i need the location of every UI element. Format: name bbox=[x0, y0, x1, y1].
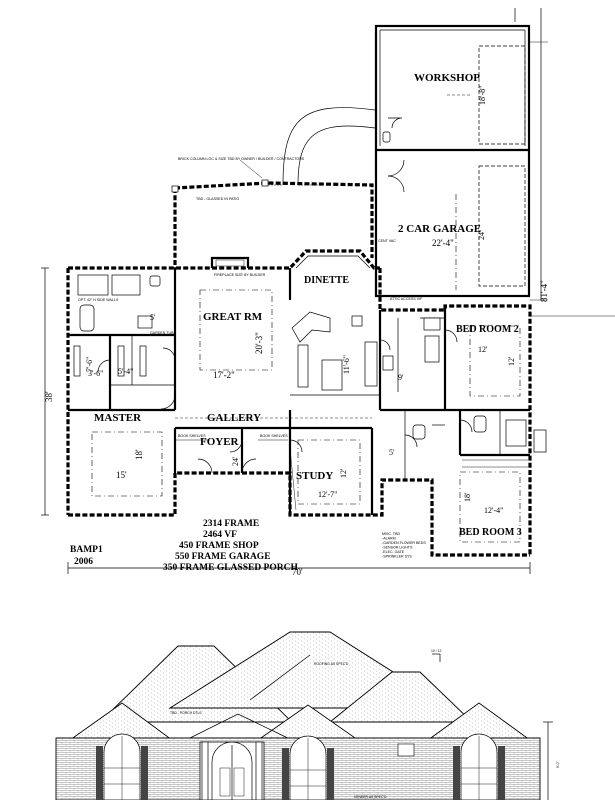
plan-stats: 2314 FRAME 2464 VF 450 FRAME SHOP 550 FR… bbox=[163, 519, 298, 573]
misc-note-0: MISC. TBD bbox=[382, 532, 401, 536]
room-label-master: MASTER bbox=[94, 412, 142, 424]
arched-window-right bbox=[453, 733, 505, 800]
dim-left-side: 38' bbox=[44, 391, 54, 402]
stat-line-1: 2464 VF bbox=[203, 530, 237, 540]
note-brick-column: BRICK COLUMN LOC & SIZE TBD BY OWNER / B… bbox=[178, 157, 305, 161]
misc-note-2: -GARDEN FLOWER BEDS bbox=[382, 541, 426, 545]
arched-window-center bbox=[282, 735, 334, 800]
stat-line-4: 350 FRAME GLASSED PORCH bbox=[163, 563, 298, 573]
note-book-shelves-right: BOOK SHELVES bbox=[260, 434, 288, 438]
porch-note: TBD - PORCH DTLS bbox=[170, 711, 202, 715]
roof-right bbox=[328, 671, 474, 723]
room-label-garage: 2 CAR GARAGE bbox=[398, 223, 481, 235]
roof-pitch-label: 10 / 12 bbox=[431, 649, 441, 653]
stat-line-2: 450 FRAME SHOP bbox=[179, 541, 259, 551]
small-window bbox=[397, 743, 415, 757]
glassed-patio bbox=[171, 107, 376, 268]
room-label-great-room: GREAT RM bbox=[203, 311, 263, 323]
dim-hall-b: 9' bbox=[398, 373, 404, 382]
plan-year-label: 2006 bbox=[74, 557, 93, 567]
dim-closet-d: 5' bbox=[150, 313, 156, 322]
note-central-vac: CENT VAC bbox=[378, 239, 396, 243]
garage-block-walls bbox=[374, 8, 615, 317]
dim-bed2-depth: 12' bbox=[478, 345, 488, 354]
dim-workshop-depth: 18'-8" bbox=[478, 86, 487, 105]
room-label-bedroom-2: BED ROOM 2 bbox=[456, 324, 519, 335]
ceiling-lines bbox=[91, 194, 521, 543]
room-label-study: STUDY bbox=[296, 470, 333, 482]
dim-garage-width: 22'-4" bbox=[432, 238, 454, 248]
room-label-bedroom-3: BED ROOM 3 bbox=[459, 527, 522, 538]
dim-garage-depth: 24' bbox=[477, 230, 486, 240]
stat-line-3: 550 FRAME GARAGE bbox=[175, 552, 271, 562]
dim-closet-a: 7'-6" bbox=[85, 357, 94, 372]
stat-line-0: 2314 FRAME bbox=[203, 519, 259, 529]
misc-note-1: -ALARM bbox=[382, 537, 396, 541]
dimension-labels: 18'-8" 22'-4" 24' 81'-4" 38' 70' 20'-3" … bbox=[44, 86, 549, 577]
roofing-note: ROOFING AS SPEC'D bbox=[314, 662, 349, 666]
dim-study-width: 12'-7" bbox=[318, 490, 337, 499]
plate-height-label: 9'-0" bbox=[556, 760, 560, 768]
misc-note-5: -SPRINKLER SYS bbox=[382, 555, 412, 559]
dim-master-width: 15' bbox=[116, 470, 127, 480]
note-shower-wall: OPT. 42" H SIDE WALLS bbox=[78, 298, 119, 302]
dim-master-depth: 18' bbox=[134, 449, 144, 460]
veneer-note: VENEER AS SPEC'D bbox=[354, 795, 387, 799]
dim-closet-b: 3'-6" bbox=[88, 369, 103, 378]
note-garden-tub: GARDEN TUB bbox=[150, 331, 174, 335]
misc-note-4: -ELEC. GATE bbox=[382, 550, 405, 554]
note-fireplace: FIREPLACE SIZE BY BUILDER bbox=[214, 273, 266, 277]
dim-bed3-width: 12'-4" bbox=[484, 506, 503, 515]
dim-dinette-depth: 11'-6" bbox=[342, 355, 351, 374]
plan-id-label: BAMP1 bbox=[70, 545, 103, 555]
note-book-shelves-left: BOOK SHELVES bbox=[178, 434, 206, 438]
fixtures bbox=[73, 274, 547, 511]
room-label-dinette: DINETTE bbox=[304, 275, 349, 286]
room-label-workshop: WORKSHOP bbox=[414, 72, 480, 84]
arched-window-left bbox=[96, 733, 148, 800]
interior-walls bbox=[68, 268, 530, 515]
dim-overall-width: 70' bbox=[292, 567, 303, 577]
dim-foyer-width: 24' bbox=[231, 456, 240, 466]
room-labels: WORKSHOP 2 CAR GARAGE DINETTE GREAT RM M… bbox=[94, 72, 522, 538]
dim-closet-c: 5'-4" bbox=[118, 367, 133, 376]
dim-study-depth: 12' bbox=[339, 468, 348, 478]
note-attic-access: ATTIC ACCESS VIF bbox=[390, 297, 423, 301]
room-label-foyer: FOYER bbox=[200, 436, 240, 448]
dim-right-side: 81'-4" bbox=[539, 280, 549, 302]
plan-notes: BRICK COLUMN LOC & SIZE TBD BY OWNER / B… bbox=[78, 157, 426, 559]
front-elevation: ROOFING AS SPEC'D TBD - PORCH DTLS VENEE… bbox=[55, 631, 560, 800]
overall-dimension-line bbox=[41, 267, 531, 574]
room-label-gallery: GALLERY bbox=[207, 412, 261, 424]
note-patio: TBD - GLASSED IN PATIO bbox=[196, 197, 239, 201]
floor-plan: WORKSHOP 2 CAR GARAGE DINETTE GREAT RM M… bbox=[41, 8, 615, 577]
misc-note-3: -SENSOR LIGHTS bbox=[382, 546, 413, 550]
dim-hall-a: 5' bbox=[389, 448, 395, 457]
misc-notes-list: MISC. TBD -ALARM -GARDEN FLOWER BEDS -SE… bbox=[382, 532, 426, 559]
dim-bed3-depth: 18' bbox=[463, 492, 472, 502]
dim-great-rm-width: 17'-2" bbox=[213, 370, 235, 380]
dim-great-rm-depth: 20'-3" bbox=[254, 332, 264, 354]
dim-bed2-width: 12' bbox=[507, 356, 516, 366]
